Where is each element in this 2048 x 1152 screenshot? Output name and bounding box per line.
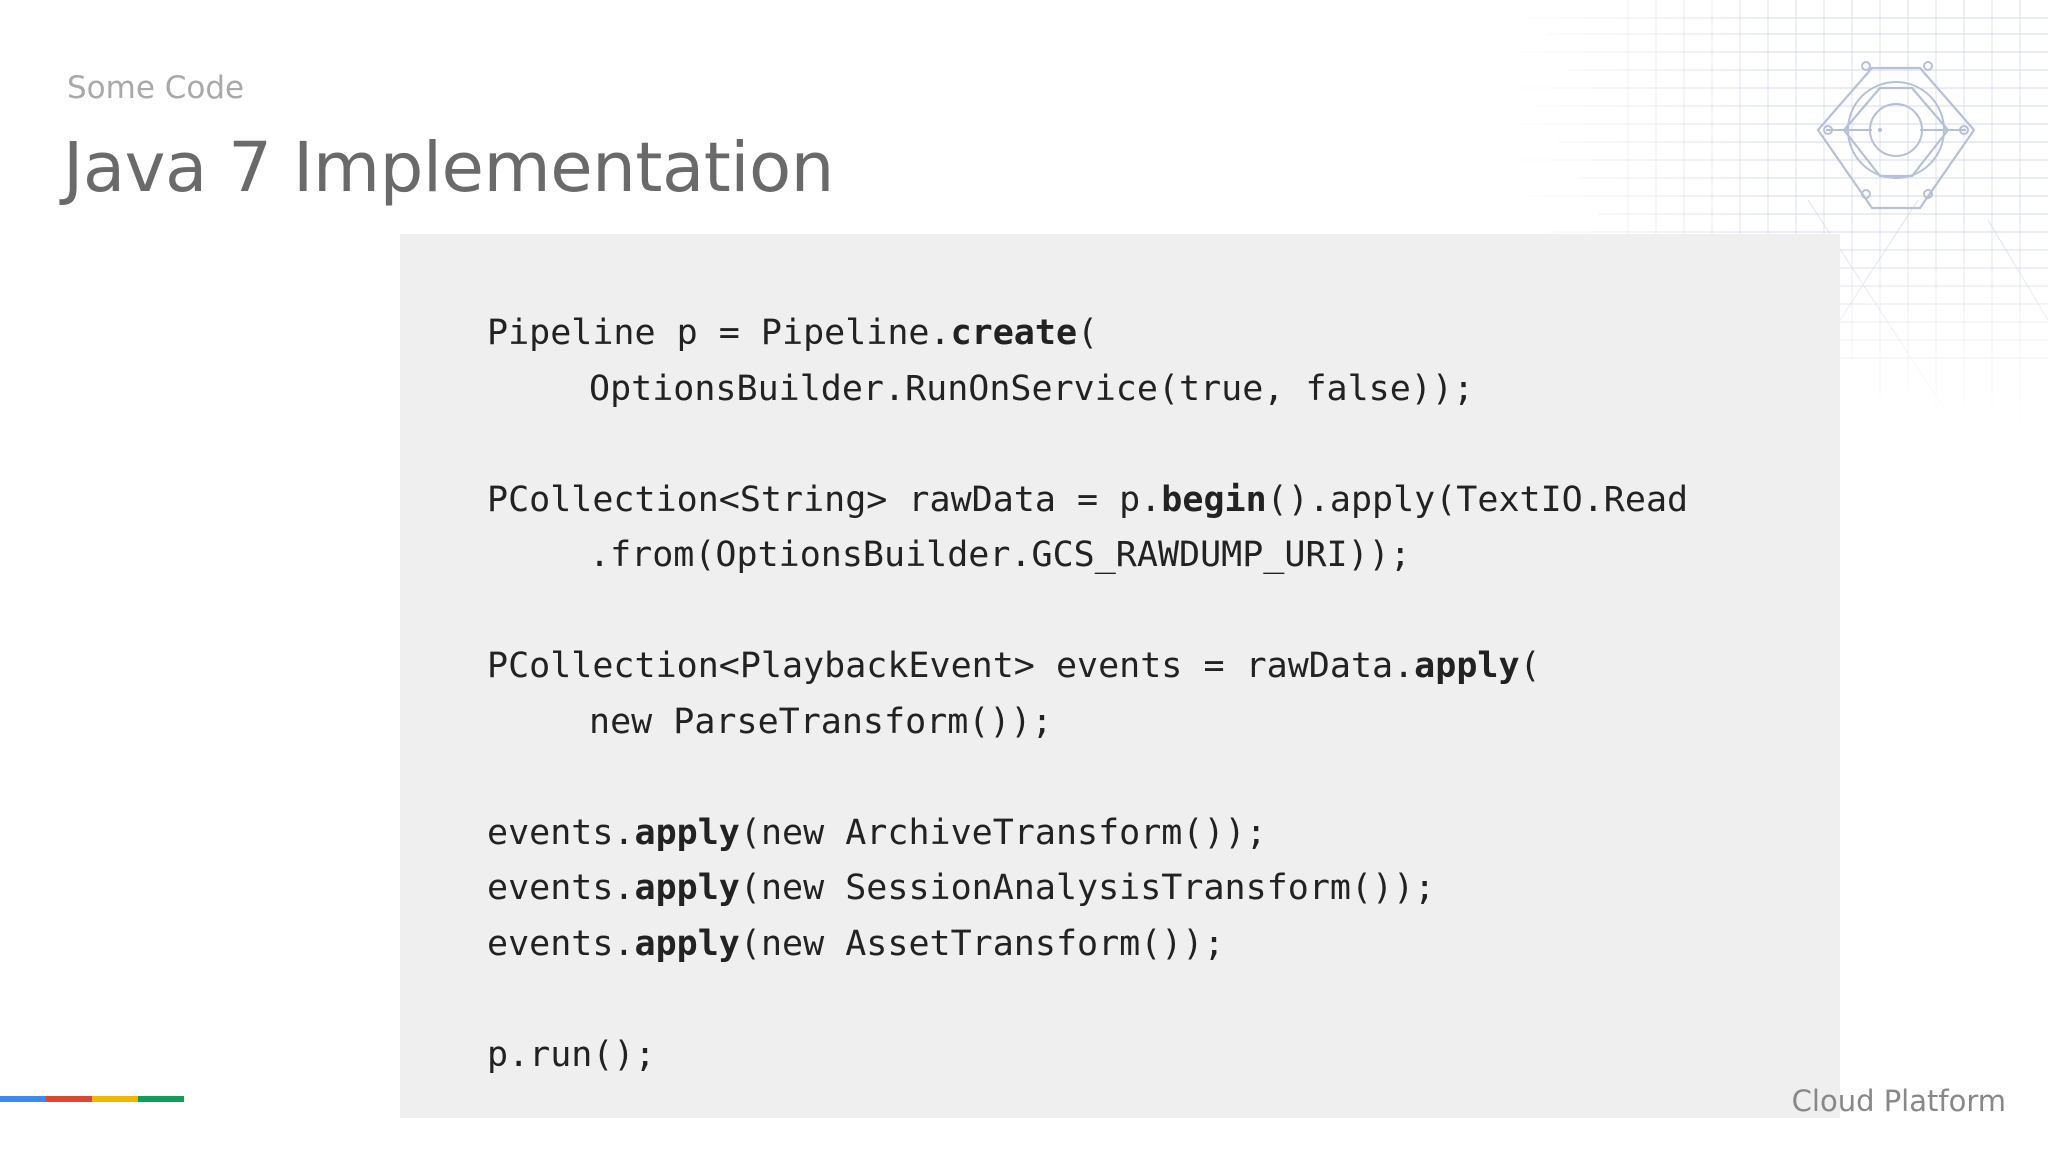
color-bar-segment	[138, 1096, 184, 1102]
code-text: .from(OptionsBuilder.GCS_RAWDUMP_URI));	[589, 535, 1411, 575]
code-line: PCollection<PlaybackEvent> events = rawD…	[487, 639, 1688, 695]
google-color-bar	[0, 1096, 184, 1102]
code-text: (	[1077, 313, 1099, 353]
code-line: events.apply(new ArchiveTransform());	[487, 806, 1688, 862]
color-bar-segment	[0, 1096, 46, 1102]
footer-brand: Cloud Platform	[1791, 1084, 2006, 1118]
code-line: .from(OptionsBuilder.GCS_RAWDUMP_URI));	[487, 528, 1688, 584]
color-bar-segment	[92, 1096, 138, 1102]
code-text: (new SessionAnalysisTransform());	[739, 868, 1436, 908]
code-method-name: apply	[634, 868, 740, 908]
code-text: Pipeline p = Pipeline.	[487, 313, 951, 353]
code-line: PCollection<String> rawData = p.begin().…	[487, 473, 1688, 529]
code-blank-line	[487, 417, 1688, 473]
code-line: events.apply(new AssetTransform());	[487, 917, 1688, 973]
code-blank-line	[487, 584, 1688, 640]
code-blank-line	[487, 750, 1688, 806]
code-blank-line	[487, 972, 1688, 1028]
code-line: p.run();	[487, 1028, 1688, 1084]
code-text: (new AssetTransform());	[739, 923, 1225, 964]
code-block-background	[400, 234, 1840, 1118]
code-block: Pipeline p = Pipeline.create(OptionsBuil…	[487, 306, 1688, 1083]
code-method-name: apply	[634, 812, 740, 853]
code-method-name: apply	[634, 923, 740, 964]
code-text: PCollection<PlaybackEvent> events = rawD…	[487, 646, 1415, 686]
code-text: (	[1519, 646, 1541, 686]
code-text: PCollection<String> rawData = p.	[487, 479, 1162, 520]
code-text: p.run();	[487, 1034, 656, 1075]
code-text: OptionsBuilder.RunOnService(true, false)…	[589, 368, 1475, 409]
code-method-name: begin	[1161, 479, 1267, 520]
code-line: events.apply(new SessionAnalysisTransfor…	[487, 861, 1688, 917]
code-line: new ParseTransform());	[487, 695, 1688, 751]
code-text: events.	[487, 812, 635, 853]
code-text: events.	[487, 923, 635, 964]
code-method-name: create	[950, 313, 1078, 353]
code-method-name: apply	[1414, 646, 1520, 686]
section-label: Some Code	[67, 70, 245, 106]
code-text: new ParseTransform());	[589, 701, 1053, 742]
code-text: ().apply(TextIO.Read	[1266, 479, 1689, 520]
code-text: events.	[487, 868, 635, 908]
code-text: (new ArchiveTransform());	[739, 812, 1267, 853]
code-line: Pipeline p = Pipeline.create(	[487, 306, 1688, 362]
code-line: OptionsBuilder.RunOnService(true, false)…	[487, 362, 1688, 418]
slide-title: Java 7 Implementation	[63, 128, 834, 208]
color-bar-segment	[46, 1096, 92, 1102]
